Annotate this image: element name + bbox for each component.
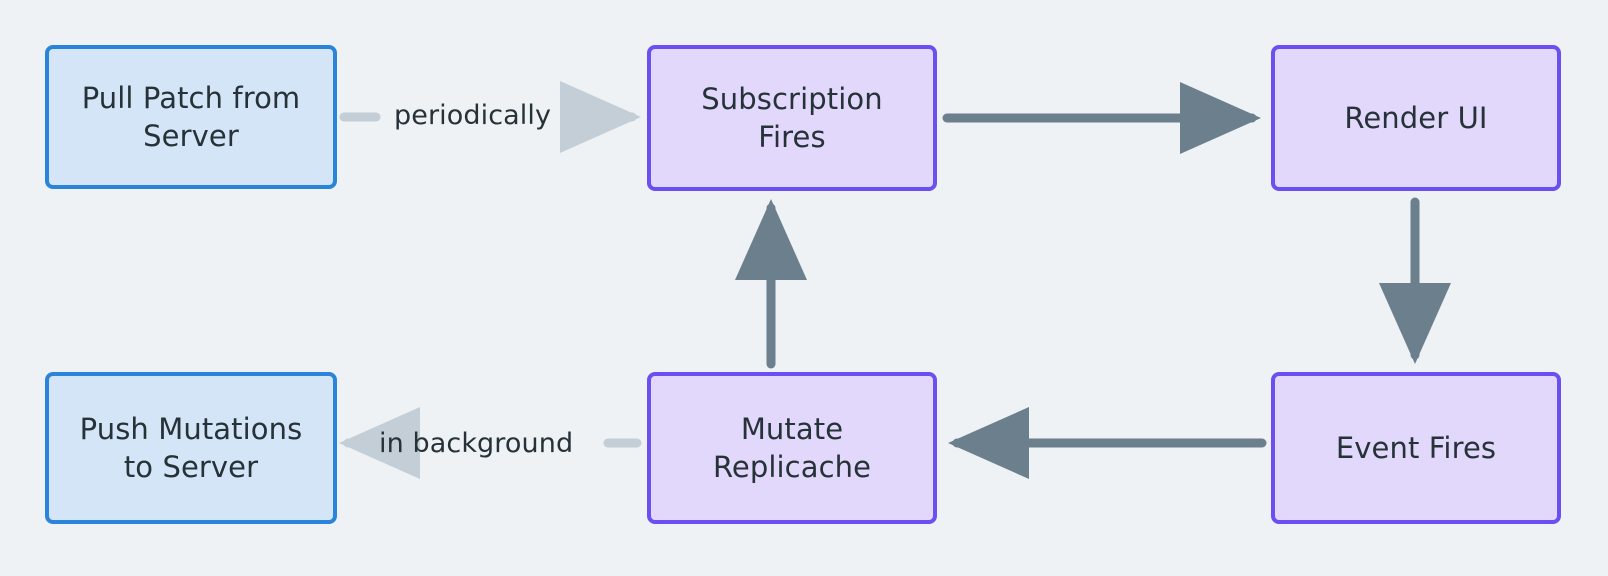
node-mutate-replicache[interactable]: Mutate Replicache xyxy=(647,372,937,524)
node-label: Push Mutations to Server xyxy=(79,411,303,484)
node-render-ui[interactable]: Render UI xyxy=(1271,45,1561,191)
node-label: Render UI xyxy=(1344,100,1488,135)
node-pull-patch-from-server[interactable]: Pull Patch from Server xyxy=(45,45,337,189)
node-subscription-fires[interactable]: Subscription Fires xyxy=(647,45,937,191)
node-event-fires[interactable]: Event Fires xyxy=(1271,372,1561,524)
node-push-mutations-to-server[interactable]: Push Mutations to Server xyxy=(45,372,337,524)
node-label: Event Fires xyxy=(1335,430,1497,465)
node-label: Mutate Replicache xyxy=(712,411,872,484)
edge-label-in-background: in background xyxy=(379,428,574,459)
edge-label-periodically: periodically xyxy=(394,100,552,131)
node-label: Pull Patch from Server xyxy=(81,80,301,153)
node-label: Subscription Fires xyxy=(701,81,883,154)
